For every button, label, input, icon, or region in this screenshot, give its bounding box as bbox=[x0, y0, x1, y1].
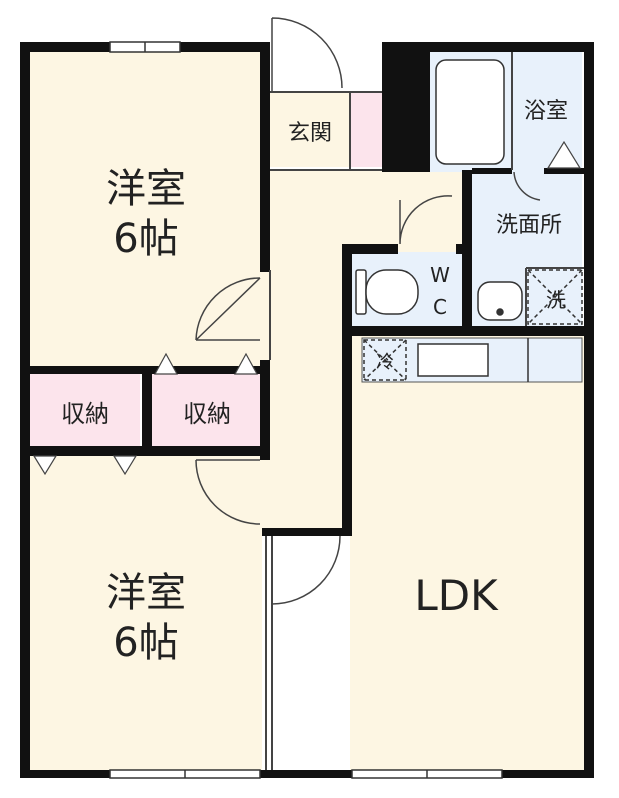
wall-bath-bottom-right bbox=[544, 168, 584, 174]
wall-room-divider-lower bbox=[260, 360, 270, 460]
toilet-bowl bbox=[365, 269, 419, 315]
western-room-bottom-size: 6帖 bbox=[113, 620, 178, 666]
labels: 洋室 6帖 洋室 6帖 収納 収納 玄関 浴室 洗面所 W C 洗 冷 LDK bbox=[61, 99, 568, 666]
western-room-top-size: 6帖 bbox=[113, 216, 178, 262]
toilet-label-w: W bbox=[430, 263, 450, 287]
wall-bath-block bbox=[382, 42, 430, 172]
western-room-bottom-name: 洋室 bbox=[106, 570, 186, 616]
door-western-top bbox=[195, 277, 261, 341]
wall-bath-bottom bbox=[472, 168, 512, 174]
western-room-bottom-floor bbox=[30, 456, 262, 770]
entrance-floor bbox=[270, 92, 350, 167]
wash-basin bbox=[477, 281, 523, 321]
walls bbox=[20, 42, 594, 778]
wall-hall-corner bbox=[262, 528, 350, 536]
wall-storage-mid bbox=[142, 374, 152, 454]
wall-storage-top bbox=[30, 366, 270, 374]
western-room-top-name: 洋室 bbox=[106, 166, 186, 212]
door-western-bottom bbox=[195, 459, 261, 525]
washer-space bbox=[527, 269, 583, 325]
ldk-floor bbox=[350, 330, 584, 770]
partitions bbox=[265, 52, 584, 770]
wall-toilet-top bbox=[342, 244, 398, 254]
door-entrance bbox=[271, 17, 343, 92]
storage-left-floor bbox=[30, 374, 140, 446]
wall-toilet-right bbox=[462, 170, 472, 330]
wall-room-divider-vertical bbox=[260, 52, 270, 272]
toilet-label-c: C bbox=[433, 295, 447, 319]
wall-top-right bbox=[382, 42, 594, 52]
entrance-step bbox=[350, 92, 382, 167]
wall-storage-bottom bbox=[30, 446, 270, 456]
storage-left-label: 収納 bbox=[61, 400, 109, 428]
door-toilet bbox=[399, 195, 453, 245]
ldk-label: LDK bbox=[414, 571, 499, 620]
bathroom-label: 浴室 bbox=[524, 99, 568, 124]
storage-right-floor bbox=[152, 374, 262, 446]
entrance-label: 玄関 bbox=[288, 121, 332, 146]
sink bbox=[417, 343, 489, 377]
bathtub bbox=[435, 59, 505, 165]
wall-ldk-left bbox=[342, 244, 352, 536]
washer-label: 洗 bbox=[546, 288, 566, 312]
windows bbox=[109, 41, 503, 779]
toilet-bowl-tank bbox=[355, 269, 367, 315]
wall-outer-bottom bbox=[20, 770, 594, 778]
fixtures bbox=[355, 59, 583, 382]
wall-outer-right bbox=[584, 42, 594, 778]
storage-right-label: 収納 bbox=[183, 400, 231, 428]
door-ldk bbox=[271, 535, 341, 605]
closet-doors bbox=[32, 140, 582, 476]
door-bath bbox=[513, 171, 541, 201]
fridge-space bbox=[363, 339, 407, 381]
wall-outer-left bbox=[20, 42, 30, 778]
wall-wet-bottom bbox=[342, 326, 594, 336]
fridge-label: 冷 bbox=[376, 352, 394, 373]
doors bbox=[195, 17, 541, 605]
washroom-label: 洗面所 bbox=[496, 213, 562, 238]
